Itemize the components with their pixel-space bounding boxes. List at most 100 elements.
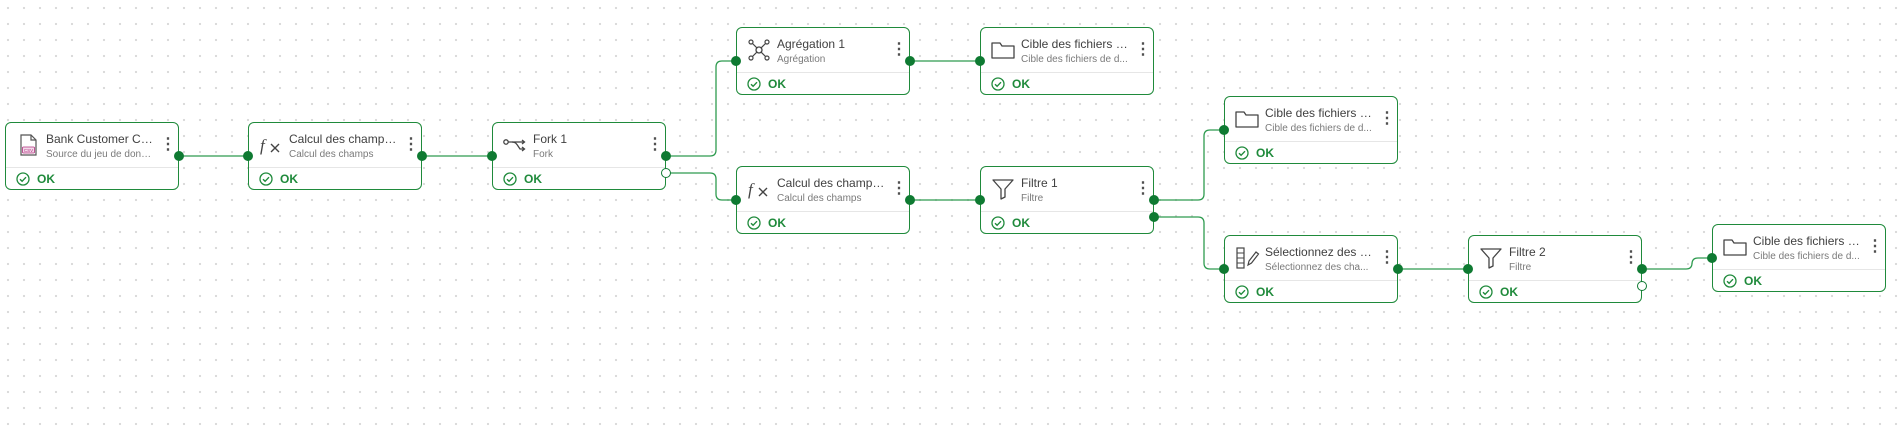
divider (249, 167, 421, 168)
output-port[interactable] (174, 151, 184, 161)
connection-link[interactable] (1154, 216, 1224, 270)
input-port[interactable] (1219, 125, 1229, 135)
check-circle-icon (1235, 146, 1249, 160)
folder-icon (990, 37, 1016, 63)
more-options-icon[interactable]: ⋮ (1623, 249, 1639, 266)
more-options-icon[interactable]: ⋮ (1135, 41, 1151, 58)
node-title: Calcul des champs 2 (777, 176, 885, 190)
pipeline-node[interactable]: Cible des fichiers d... Cible des fichier… (980, 27, 1154, 95)
connection-link[interactable] (666, 60, 736, 157)
status-label: OK (524, 172, 542, 186)
divider (493, 167, 665, 168)
connection-link[interactable] (1154, 129, 1224, 201)
connection-link[interactable] (666, 172, 736, 201)
output-port[interactable] (905, 56, 915, 66)
select-columns-icon (1234, 245, 1260, 271)
node-subtitle: Source du jeu de donn... (46, 149, 154, 160)
more-options-icon[interactable]: ⋮ (891, 41, 907, 58)
output-port[interactable] (417, 151, 427, 161)
function-icon: f (258, 132, 284, 158)
check-circle-icon (16, 172, 30, 186)
function-icon: f (746, 176, 772, 202)
node-subtitle: Cible des fichiers de d... (1753, 251, 1860, 262)
divider (1469, 280, 1641, 281)
divider (1713, 269, 1885, 270)
status-label: OK (768, 216, 786, 230)
more-options-icon[interactable]: ⋮ (403, 136, 419, 153)
divider (6, 167, 178, 168)
more-options-icon[interactable]: ⋮ (1867, 238, 1883, 255)
more-options-icon[interactable]: ⋮ (160, 136, 176, 153)
pipeline-node[interactable]: Cible des fichiers d...Cible des fichier… (1712, 224, 1886, 292)
check-circle-icon (1479, 285, 1493, 299)
divider (737, 211, 909, 212)
more-options-icon[interactable]: ⋮ (1135, 180, 1151, 197)
input-port[interactable] (731, 195, 741, 205)
pipeline-node[interactable]: CSV Bank Customer Ch... Source du jeu de d… (5, 122, 179, 190)
divider (981, 72, 1153, 73)
status-label: OK (1012, 77, 1030, 91)
filter-icon (990, 176, 1016, 202)
connection-link[interactable] (1642, 257, 1712, 270)
more-options-icon[interactable]: ⋮ (891, 180, 907, 197)
input-port[interactable] (1463, 264, 1473, 274)
output-port[interactable] (905, 195, 915, 205)
node-title: Filtre 1 (1021, 176, 1058, 190)
node-title: Cible des fichiers d... (1265, 106, 1373, 120)
folder-icon (1722, 234, 1748, 260)
divider (737, 72, 909, 73)
input-port[interactable] (487, 151, 497, 161)
node-title: Filtre 2 (1509, 245, 1546, 259)
output-port[interactable] (1149, 212, 1159, 222)
pipeline-node[interactable]: f Calcul des champs 2 Calcul des champs ⋮ OK (736, 166, 910, 234)
more-options-icon[interactable]: ⋮ (1379, 110, 1395, 127)
status-label: OK (37, 172, 55, 186)
more-options-icon[interactable]: ⋮ (1379, 249, 1395, 266)
divider (981, 211, 1153, 212)
node-subtitle: Calcul des champs (777, 193, 862, 204)
input-port[interactable] (731, 56, 741, 66)
node-subtitle: Sélectionnez des cha... (1265, 262, 1369, 273)
check-circle-icon (991, 77, 1005, 91)
check-circle-icon (747, 77, 761, 91)
input-port[interactable] (1707, 253, 1717, 263)
input-port[interactable] (975, 56, 985, 66)
svg-text:CSV: CSV (24, 148, 33, 153)
output-port[interactable] (1393, 264, 1403, 274)
status-label: OK (768, 77, 786, 91)
output-port[interactable] (1149, 195, 1159, 205)
output-port[interactable] (1637, 264, 1647, 274)
pipeline-node[interactable]: Sélectionnez des c...Sélectionnez des ch… (1224, 235, 1398, 303)
node-subtitle: Cible des fichiers de d... (1021, 54, 1128, 65)
svg-text:f: f (748, 180, 755, 199)
pipeline-node[interactable]: Cible des fichiers d...Cible des fichier… (1224, 96, 1398, 164)
status-label: OK (1500, 285, 1518, 299)
output-port[interactable] (661, 151, 671, 161)
status-label: OK (1744, 274, 1762, 288)
input-port[interactable] (243, 151, 253, 161)
divider (1225, 141, 1397, 142)
status-label: OK (1012, 216, 1030, 230)
node-title: Bank Customer Ch... (46, 132, 154, 146)
node-title: Cible des fichiers d... (1021, 37, 1129, 51)
status-label: OK (1256, 146, 1274, 160)
check-circle-icon (991, 216, 1005, 230)
status-label: OK (1256, 285, 1274, 299)
input-port[interactable] (975, 195, 985, 205)
input-port[interactable] (1219, 264, 1229, 274)
output-port[interactable] (1637, 281, 1647, 291)
node-title: Calcul des champs 1 (289, 132, 397, 146)
more-options-icon[interactable]: ⋮ (647, 136, 663, 153)
output-port[interactable] (661, 168, 671, 178)
status-label: OK (280, 172, 298, 186)
divider (1225, 280, 1397, 281)
csv-file-icon: CSV (15, 132, 41, 158)
folder-icon (1234, 106, 1260, 132)
